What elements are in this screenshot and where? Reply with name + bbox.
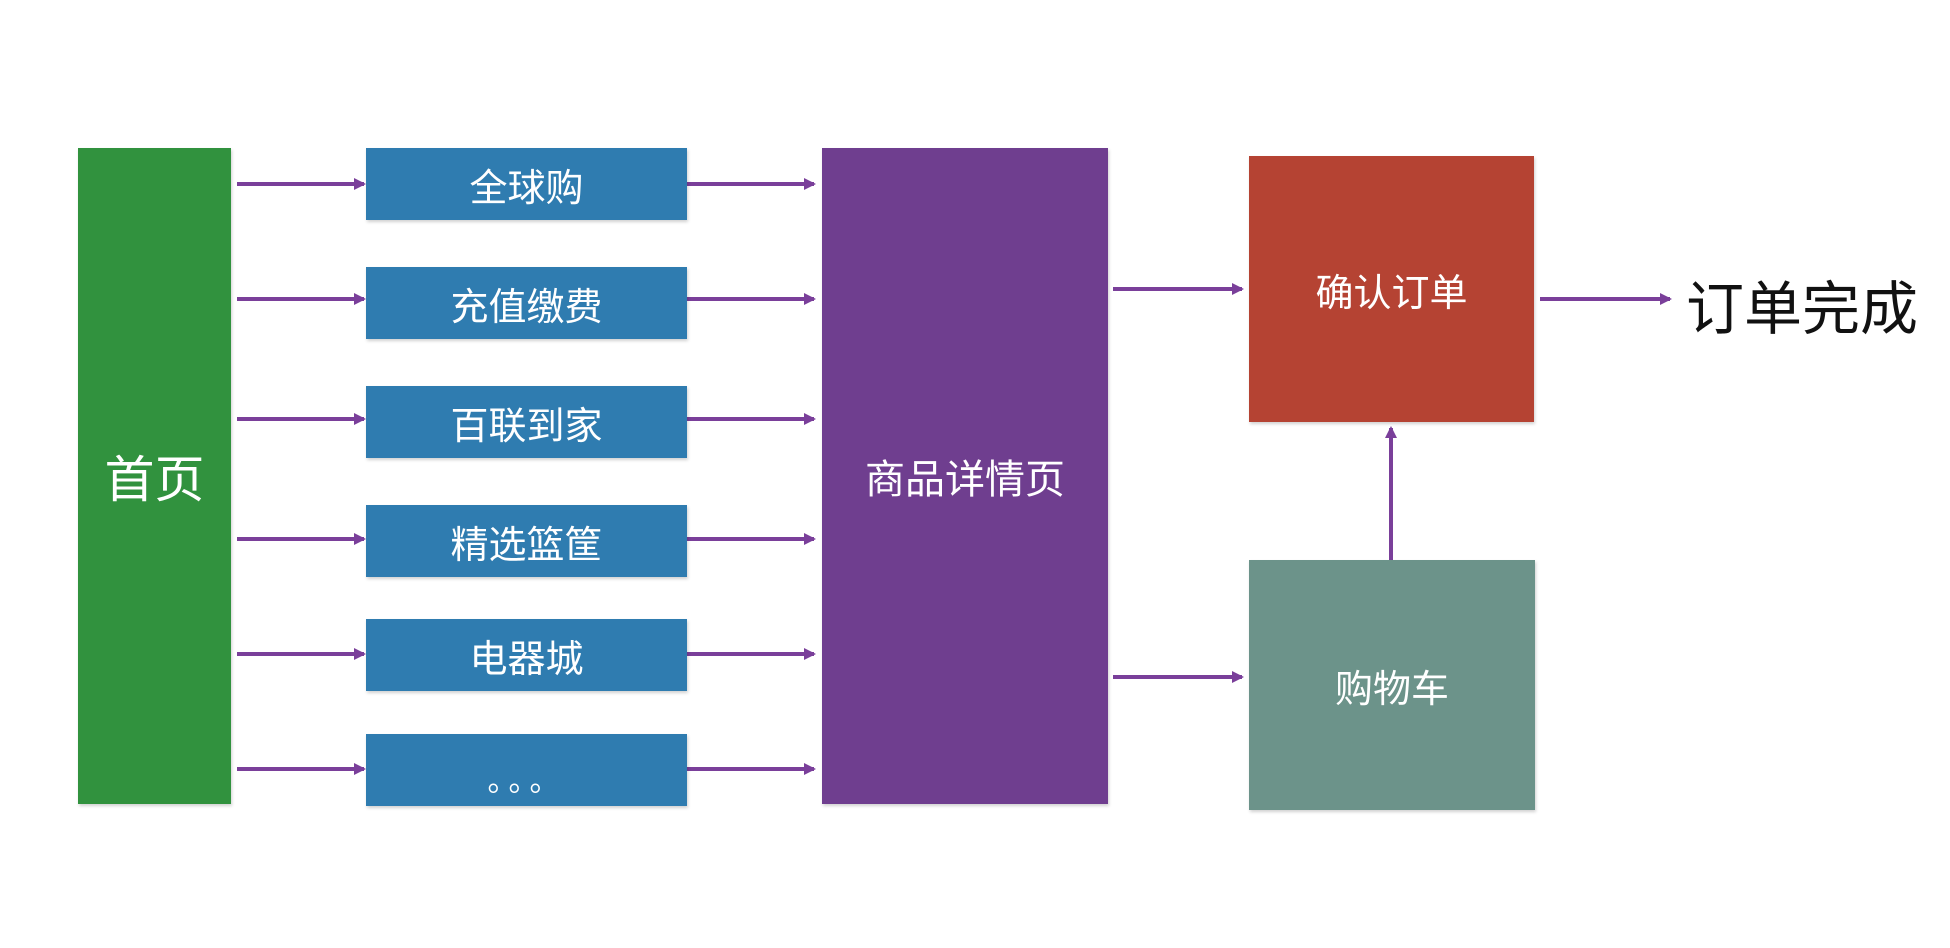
category-node-bailian-home: 百联到家 bbox=[366, 386, 687, 458]
detail-label: 商品详情页 bbox=[865, 457, 1065, 503]
home-node: 首页 bbox=[78, 148, 231, 804]
order-complete-label: 订单完成 bbox=[1686, 275, 1919, 343]
category-node-recharge: 充值缴费 bbox=[366, 267, 687, 339]
category-node-selected-baskets: 精选篮筐 bbox=[366, 505, 687, 577]
category-label: 充值缴费 bbox=[450, 284, 603, 329]
category-label: 。。。 bbox=[487, 764, 566, 799]
category-label: 全球购 bbox=[469, 165, 584, 210]
category-node-more: 。。。 bbox=[366, 734, 687, 806]
product-detail-node: 商品详情页 bbox=[822, 148, 1108, 804]
category-label: 精选篮筐 bbox=[450, 522, 603, 567]
confirm-order-node: 确认订单 bbox=[1249, 156, 1534, 422]
category-node-global-shopping: 全球购 bbox=[366, 148, 687, 220]
home-label: 首页 bbox=[104, 451, 205, 509]
category-node-appliance-mall: 电器城 bbox=[366, 619, 687, 691]
category-label: 百联到家 bbox=[450, 403, 603, 448]
category-label: 电器城 bbox=[469, 636, 584, 681]
cart-label: 购物车 bbox=[1334, 666, 1449, 711]
confirm-label: 确认订单 bbox=[1315, 270, 1468, 315]
shopping-cart-node: 购物车 bbox=[1249, 560, 1535, 810]
